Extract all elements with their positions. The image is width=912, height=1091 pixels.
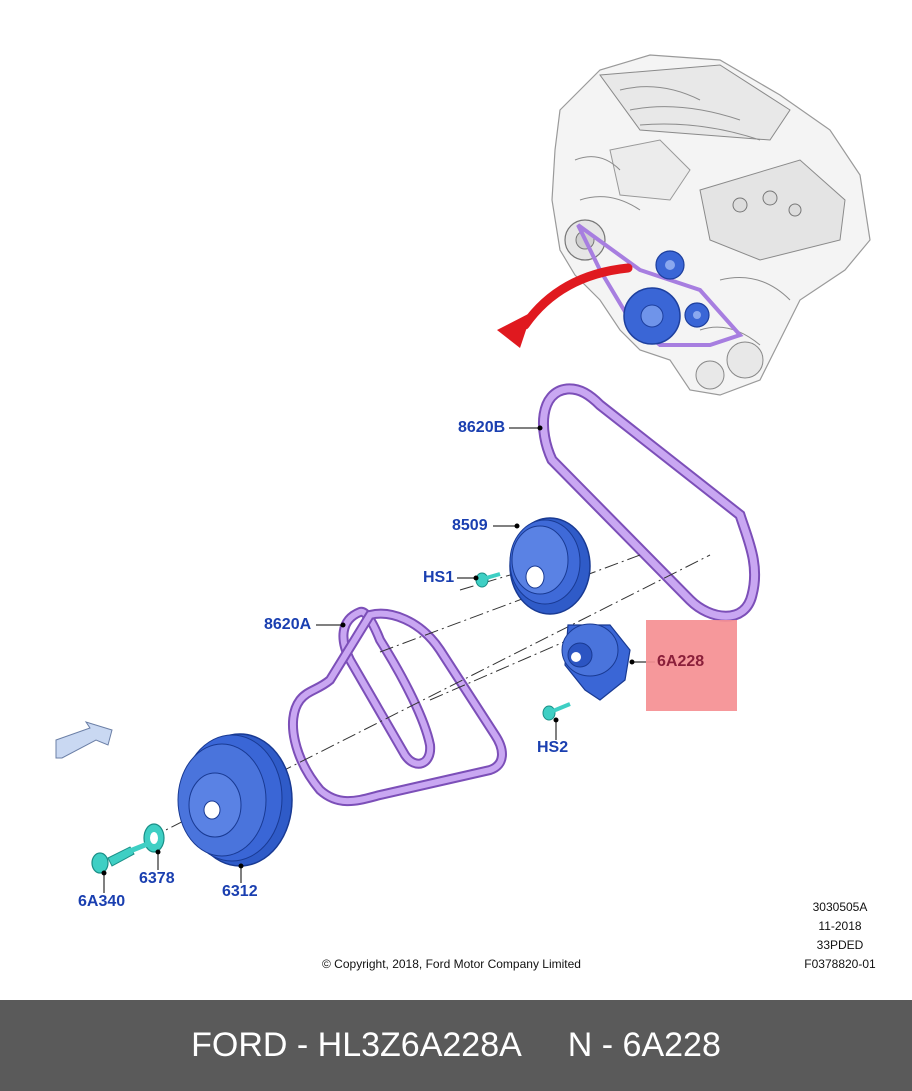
- label-8620b: 8620B: [458, 419, 506, 436]
- label-6a228: 6A228: [657, 653, 705, 670]
- label-hs1: HS1: [423, 569, 455, 586]
- idler-pulley-8509: [509, 517, 591, 615]
- meta-figure: F0378820-01: [804, 957, 876, 971]
- bolt-hs2: [542, 702, 571, 721]
- label-8620a: 8620A: [264, 616, 312, 633]
- belt-8620b: [537, 383, 761, 622]
- direction-arrow-icon: [55, 721, 113, 759]
- footer-ford-number: N - 6A228: [567, 1026, 721, 1064]
- diagram-stage: 8620B 8509 HS1 8620A 6A228 HS2 6312 6378…: [55, 54, 876, 971]
- label-hs2: HS2: [537, 739, 569, 756]
- leader-lines: [101, 425, 655, 893]
- label-8509: 8509: [452, 517, 488, 534]
- label-6312: 6312: [222, 883, 258, 900]
- engine-illustration: [551, 54, 871, 396]
- label-6a340: 6A340: [78, 893, 126, 910]
- red-pointer-arrow: [497, 263, 633, 348]
- crank-pulley-6312: [177, 733, 293, 867]
- tensioner-6a228: [561, 623, 631, 701]
- meta-date: 11-2018: [818, 919, 862, 933]
- footer-part-number: FORD - HL3Z6A228A: [191, 1026, 522, 1064]
- meta-model: 33PDED: [816, 938, 864, 952]
- belt-8620a: [288, 606, 507, 807]
- label-6378: 6378: [139, 870, 175, 887]
- washer-6378: [143, 823, 165, 853]
- parts-diagram: [55, 54, 871, 893]
- copyright-text: © Copyright, 2018, Ford Motor Company Li…: [322, 957, 581, 971]
- crank-bolt-6a340: [91, 840, 151, 874]
- bolt-hs1: [475, 572, 501, 588]
- meta-code: 3030505A: [812, 900, 868, 914]
- highlight-box: [646, 620, 737, 711]
- footer-bar: FORD - HL3Z6A228A N - 6A228: [0, 1000, 912, 1091]
